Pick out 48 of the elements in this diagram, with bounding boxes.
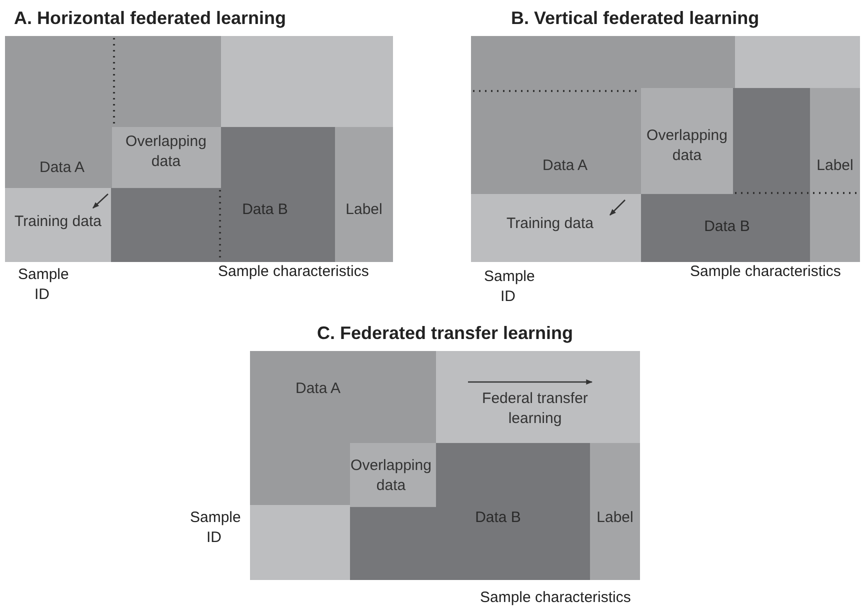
block-label: Federal transfer learning <box>481 389 589 429</box>
axis-label: Sample ID <box>190 508 238 548</box>
block-label: Label <box>816 156 854 176</box>
data-block <box>112 127 221 188</box>
data-block <box>471 194 641 262</box>
shaded-region <box>733 88 810 194</box>
data-block <box>590 443 640 580</box>
data-block <box>250 351 436 443</box>
shaded-region <box>250 443 350 505</box>
block-label: Label <box>596 508 634 528</box>
block-label: Overlapping data <box>124 132 208 172</box>
block-label: Training data <box>14 212 102 232</box>
block-label: Data A <box>294 379 342 399</box>
axis-label: Sample ID <box>18 265 66 305</box>
data-block <box>436 443 590 580</box>
block-label: Data A <box>541 156 589 176</box>
axis-label: Sample ID <box>484 267 532 307</box>
panel-title: C. Federated transfer learning <box>316 323 574 344</box>
shaded-region <box>112 36 221 127</box>
block-label: Overlapping data <box>646 126 728 166</box>
block-label: Label <box>344 200 384 220</box>
shaded-region <box>221 36 393 127</box>
data-block <box>350 443 436 507</box>
data-block <box>335 127 393 262</box>
data-block <box>5 36 112 188</box>
shaded-region <box>735 36 860 88</box>
block-label: Overlapping data <box>350 456 432 496</box>
block-label: Data A <box>38 158 86 178</box>
block-label: Data B <box>703 217 751 237</box>
block-label: Data B <box>474 508 522 528</box>
data-block <box>471 88 641 194</box>
shaded-region <box>111 188 221 262</box>
data-block <box>221 127 335 262</box>
shaded-region <box>471 36 735 88</box>
shaded-region <box>350 507 436 580</box>
panel-title: B. Vertical federated learning <box>511 8 760 29</box>
block-label: Data B <box>241 200 289 220</box>
data-block <box>810 88 860 262</box>
data-block <box>641 88 733 194</box>
axis-label: Sample characteristics <box>690 262 842 282</box>
data-block <box>436 351 640 443</box>
panel-title: A. Horizontal federated learning <box>14 8 286 29</box>
data-block <box>641 194 810 262</box>
block-label: Training data <box>506 214 594 234</box>
axis-label: Sample characteristics <box>480 588 632 608</box>
data-block <box>5 188 111 262</box>
shaded-region <box>250 505 350 580</box>
axis-label: Sample characteristics <box>218 262 370 282</box>
